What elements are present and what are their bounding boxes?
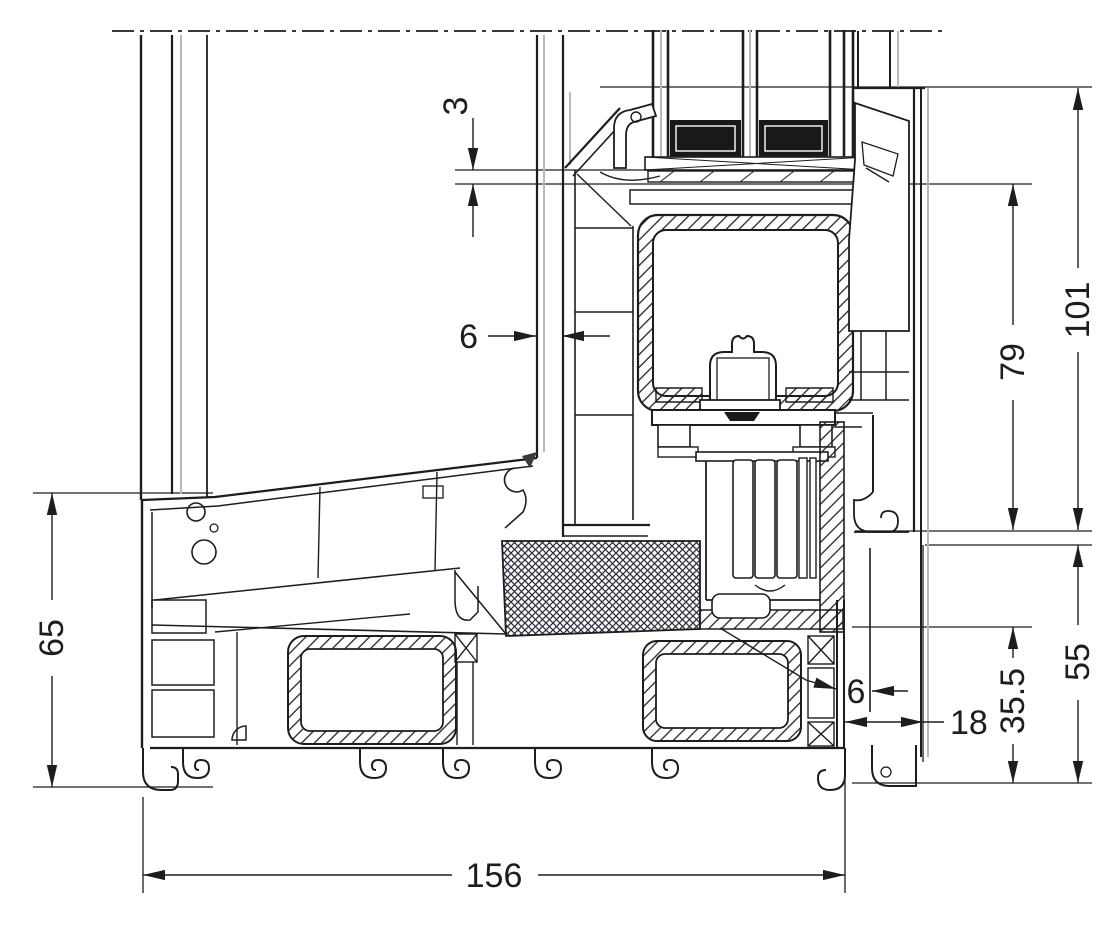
drainage-hook	[651, 747, 679, 779]
dim-label-156: 156	[466, 857, 523, 895]
dim-label-79: 79	[994, 343, 1032, 381]
setting-block	[644, 156, 868, 183]
gasket-curl	[191, 539, 217, 565]
dim-label-6-top: 6	[459, 318, 478, 356]
jamb-cutoff-lines	[139, 31, 899, 537]
dim-label-6-bottom: 6	[847, 673, 866, 711]
steel-reinforcement-sill-right	[642, 640, 802, 742]
glazing-bead-wedge	[848, 101, 910, 332]
steel-reinforcement-sash	[636, 213, 855, 413]
dim-label-101: 101	[1059, 282, 1097, 339]
right-sill-foot	[816, 748, 846, 792]
dim-6-top: 6	[459, 318, 610, 356]
spacer-bars	[670, 120, 828, 157]
frame-foot	[871, 745, 917, 787]
dim-101: 101	[1059, 88, 1097, 530]
roller	[776, 459, 798, 579]
glazing-unit	[644, 30, 868, 183]
glazing-ledge	[629, 189, 856, 205]
dim-55: 55	[1059, 545, 1097, 783]
left-corner-foot	[142, 748, 179, 791]
sill-profile	[142, 593, 846, 792]
dim-label-18: 18	[950, 704, 988, 742]
gasket-curl	[186, 502, 206, 522]
dim-18: 18	[845, 704, 988, 742]
frame-upstand-hatched	[819, 421, 845, 633]
adapter-end-hook	[503, 467, 527, 529]
roller	[754, 459, 776, 579]
drainage-hook	[442, 747, 470, 779]
dim-label-65: 65	[33, 619, 71, 657]
sash-profile	[563, 102, 856, 537]
corner-detail	[231, 725, 247, 741]
glass-panes	[651, 30, 855, 170]
glazing-gasket	[599, 171, 661, 181]
dim-3: 3	[437, 97, 479, 237]
dim-156: 156	[142, 857, 845, 895]
sill-adapter-profile	[140, 452, 538, 748]
hardware-groove	[709, 334, 777, 413]
dim-65: 65	[33, 493, 71, 787]
sash-stop-gasket	[853, 491, 899, 533]
roller	[732, 459, 754, 579]
dim-79: 79	[994, 183, 1032, 530]
adapter-foot	[454, 570, 479, 621]
drainage-hook	[182, 747, 210, 779]
dim-label-3: 3	[437, 97, 475, 116]
dim-35-5: 35.5	[994, 627, 1032, 783]
screw-channel	[454, 633, 478, 745]
drainage-hook	[534, 747, 562, 779]
dim-label-55: 55	[1059, 643, 1097, 681]
dim-label-35-5: 35.5	[994, 668, 1032, 734]
dimensions: 3 6 101 79 65 55	[33, 88, 1097, 895]
steel-reinforcement-sill-left	[287, 635, 457, 745]
insulation-block	[501, 540, 701, 637]
drainage-hook	[359, 747, 387, 779]
frame-profile	[835, 86, 929, 787]
screw-channel-column	[807, 635, 835, 747]
dim-6-bottom: 6	[719, 627, 908, 711]
